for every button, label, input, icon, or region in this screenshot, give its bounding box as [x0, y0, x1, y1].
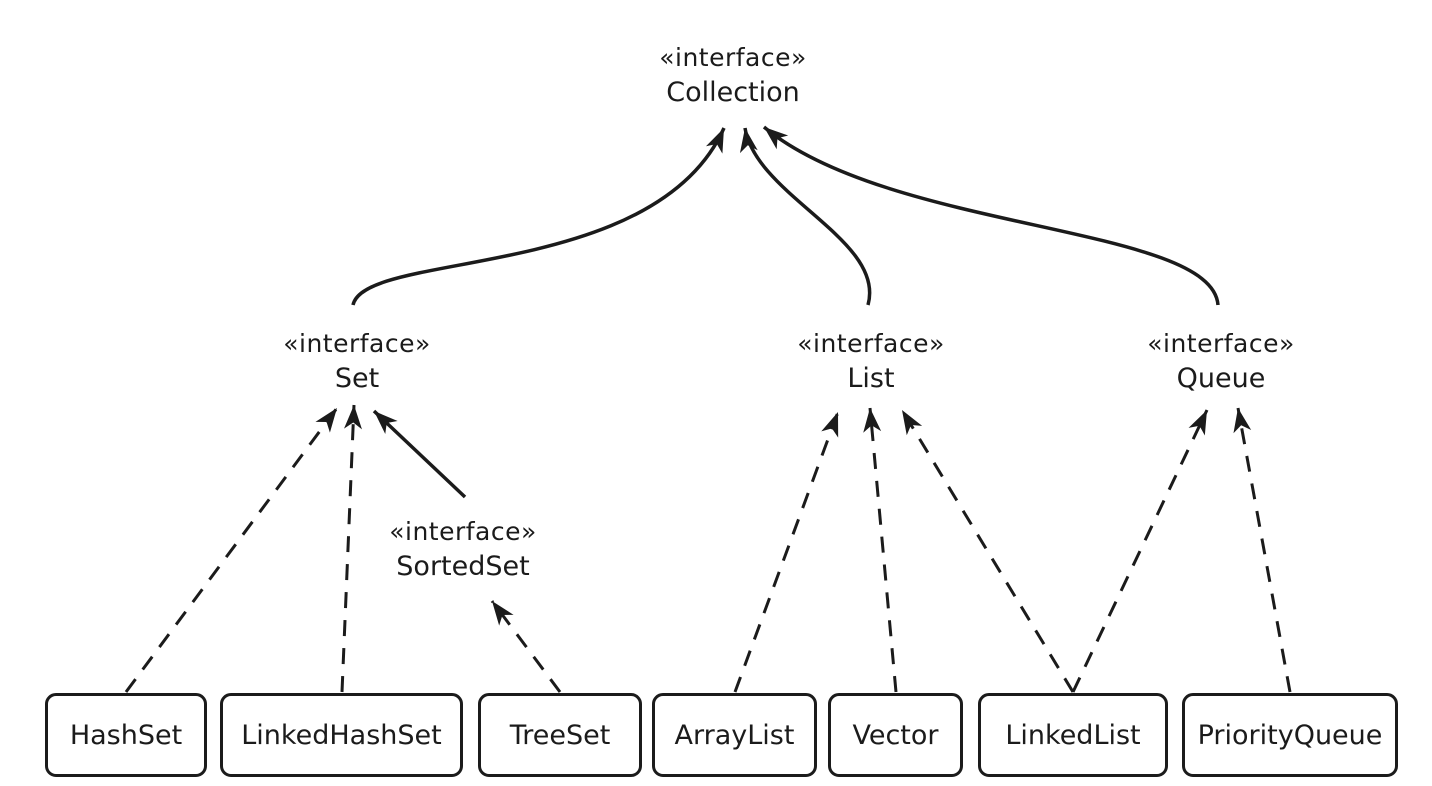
node-class-hashset: HashSet — [45, 693, 207, 777]
priorityqueue-label: PriorityQueue — [1197, 719, 1383, 751]
hashset-label: HashSet — [69, 719, 183, 751]
edge-set-extends-collection — [351, 127, 726, 306]
node-interface-list: «interface» List — [797, 328, 945, 396]
linkedhashset-label: LinkedHashSet — [241, 719, 442, 751]
node-interface-sortedset: «interface» SortedSet — [389, 516, 537, 584]
edge-hashset-implements-set — [124, 407, 339, 693]
queue-stereotype: «interface» — [1147, 329, 1295, 358]
node-interface-collection: «interface» Collection — [659, 42, 807, 110]
edge-linkedlist-implements-list — [900, 409, 1075, 693]
node-class-linkedhashset: LinkedHashSet — [220, 693, 463, 777]
node-class-linkedlist: LinkedList — [978, 693, 1168, 777]
collection-name: Collection — [666, 77, 800, 108]
node-class-arraylist: ArrayList — [652, 693, 817, 777]
edge-treeset-implements-sortedset — [490, 600, 562, 693]
sortedset-stereotype: «interface» — [389, 517, 537, 546]
edge-queue-extends-collection — [762, 125, 1220, 306]
edge-priorityqueue-implements-queue — [1233, 407, 1292, 693]
edge-list-extends-collection — [739, 127, 872, 306]
set-stereotype: «interface» — [283, 329, 431, 358]
set-name: Set — [334, 363, 380, 394]
arraylist-label: ArrayList — [674, 719, 795, 751]
sortedset-name: SortedSet — [396, 551, 530, 582]
vector-label: Vector — [852, 719, 939, 751]
node-class-treeset: TreeSet — [478, 693, 642, 777]
list-stereotype: «interface» — [797, 329, 945, 358]
treeset-label: TreeSet — [509, 719, 611, 751]
node-class-vector: Vector — [828, 693, 963, 777]
collection-stereotype: «interface» — [659, 43, 807, 72]
list-name: List — [847, 363, 895, 394]
queue-name: Queue — [1176, 363, 1266, 394]
node-interface-queue: «interface» Queue — [1147, 328, 1295, 396]
node-class-priorityqueue: PriorityQueue — [1182, 693, 1398, 777]
edge-vector-implements-list — [863, 407, 898, 693]
linkedlist-label: LinkedList — [1005, 719, 1141, 751]
edge-linkedhashset-implements-set — [340, 404, 362, 693]
edge-arraylist-implements-list — [733, 411, 840, 693]
node-interface-set: «interface» Set — [283, 328, 431, 396]
edge-sortedset-extends-set — [372, 409, 467, 499]
edge-linkedlist-implements-queue — [1071, 409, 1209, 693]
